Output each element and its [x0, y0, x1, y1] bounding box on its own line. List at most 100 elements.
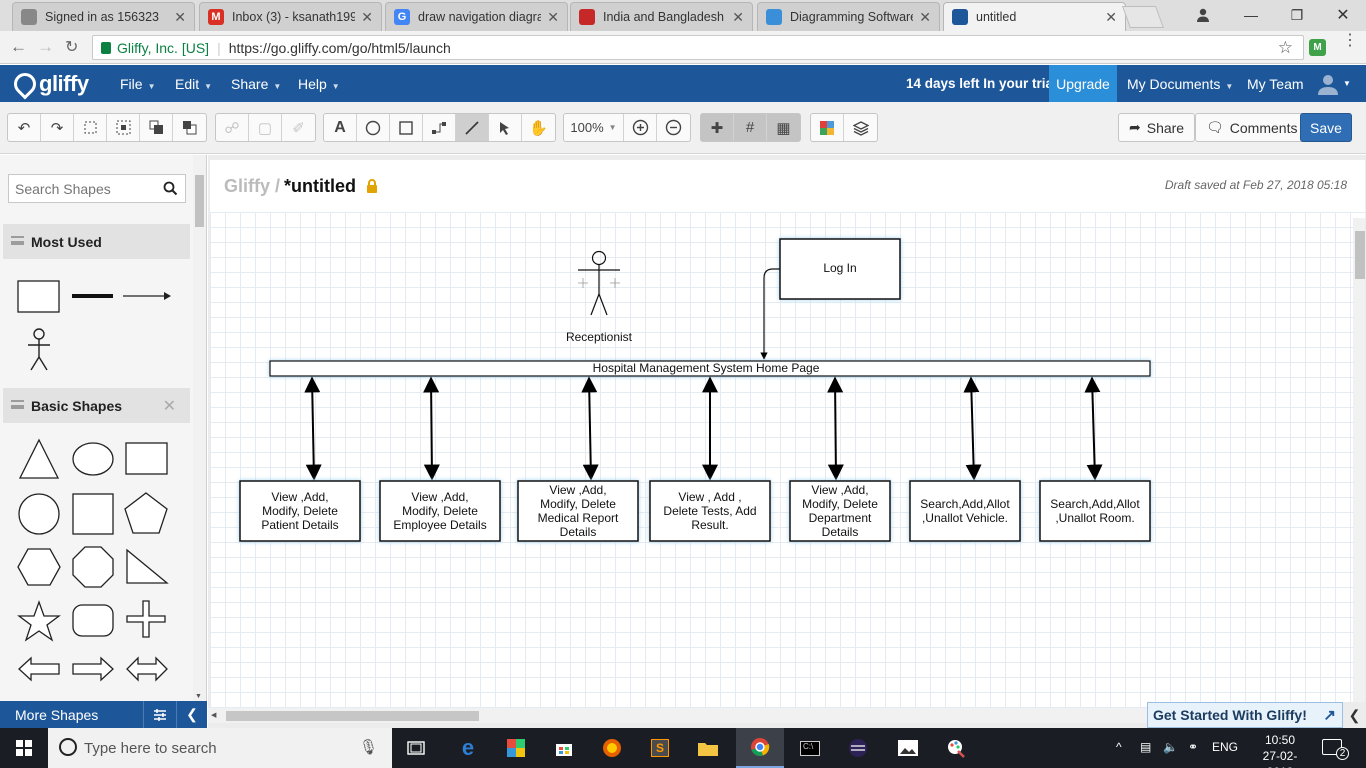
zoom-in-icon[interactable]	[624, 114, 657, 141]
windows-start-icon[interactable]	[0, 728, 48, 768]
scrollbar-thumb[interactable]	[195, 175, 204, 227]
shape-panel-scrollbar[interactable]: ▼	[193, 155, 206, 701]
eclipse-icon[interactable]	[834, 728, 882, 768]
extension-icon[interactable]: M	[1309, 39, 1326, 56]
collapse-panel-icon[interactable]: ❮	[176, 701, 207, 728]
pointer-tool-icon[interactable]	[489, 114, 522, 141]
firefox-icon[interactable]	[588, 728, 636, 768]
redo-icon[interactable]: ↷	[41, 114, 74, 141]
menu-edit[interactable]: Edit▼	[175, 76, 213, 92]
close-tab-icon[interactable]: ✕	[547, 8, 559, 25]
menu-file[interactable]: File▼	[120, 76, 156, 92]
store-icon[interactable]	[540, 728, 588, 768]
menu-share[interactable]: Share▼	[231, 76, 282, 92]
save-button[interactable]: Save	[1300, 113, 1352, 142]
office-icon[interactable]	[492, 728, 540, 768]
actor-shape[interactable]	[28, 328, 50, 371]
note-icon[interactable]: ▢	[249, 114, 282, 141]
module-box[interactable]	[517, 480, 639, 542]
upgrade-button[interactable]: Upgrade	[1049, 65, 1117, 102]
most-used-header[interactable]: Most Used	[3, 224, 190, 259]
cross-shape[interactable]	[126, 600, 166, 638]
module-box[interactable]	[239, 480, 361, 542]
canvas-vertical-scrollbar[interactable]	[1353, 218, 1365, 708]
search-shapes-input[interactable]	[15, 180, 155, 197]
omnibox[interactable]: Gliffy, Inc. [US] | https://go.gliffy.co…	[92, 35, 1304, 60]
bidirectional-connector[interactable]	[827, 376, 844, 481]
circle-shape[interactable]	[18, 493, 60, 535]
new-tab-button[interactable]	[1121, 6, 1165, 28]
shape-manager-icon[interactable]	[143, 701, 175, 728]
themes-icon[interactable]	[811, 114, 844, 141]
line-tool-icon[interactable]	[456, 114, 489, 141]
rectangle-tool-icon[interactable]	[390, 114, 423, 141]
gliffy-logo[interactable]: gliffy	[9, 68, 89, 100]
close-tab-icon[interactable]: ✕	[732, 8, 744, 25]
lock-icon[interactable]	[366, 179, 378, 193]
hexagon-shape[interactable]	[17, 548, 61, 586]
language-indicator[interactable]: ENG	[1212, 740, 1239, 754]
browser-menu-icon[interactable]: ⋮	[1342, 32, 1358, 49]
task-view-icon[interactable]	[392, 728, 440, 768]
expand-icon[interactable]: ↗	[1323, 707, 1336, 724]
star-shape[interactable]	[17, 600, 61, 642]
profile-icon[interactable]	[1180, 0, 1226, 30]
user-menu-caret-icon[interactable]: ▼	[1343, 79, 1351, 88]
bidirectional-connector[interactable]	[581, 376, 599, 481]
drawing-canvas[interactable]: Gliffy / *untitled Draft saved at Feb 27…	[210, 160, 1365, 708]
collapse-right-panel-icon[interactable]: ❮	[1343, 702, 1366, 728]
chrome-icon[interactable]	[736, 728, 784, 768]
rounded-rectangle-shape[interactable]	[72, 604, 114, 637]
double-arrow-shape[interactable]	[126, 656, 168, 682]
url-text[interactable]: https://go.gliffy.com/go/html5/launch	[228, 39, 451, 56]
ellipse-shape[interactable]	[72, 442, 114, 476]
paint-icon[interactable]	[932, 728, 980, 768]
get-started-panel[interactable]: Get Started With Gliffy! ↗	[1147, 702, 1343, 728]
basic-shapes-header[interactable]: Basic Shapes ✕	[3, 388, 190, 423]
volume-icon[interactable]: 🔈	[1163, 740, 1178, 754]
bidirectional-connector[interactable]	[1084, 376, 1103, 481]
taskbar-search-box[interactable]: Type here to search 🎙	[48, 728, 392, 768]
browser-tab[interactable]: Diagramming Software✕	[757, 2, 940, 31]
canvas-horizontal-scrollbar[interactable]: ◀	[208, 708, 1366, 723]
octagon-shape[interactable]	[72, 546, 114, 588]
receptionist-actor[interactable]	[578, 250, 620, 316]
send-to-back-icon[interactable]	[173, 114, 206, 141]
comments-button[interactable]: 🗨Comments	[1195, 113, 1309, 142]
more-shapes-button[interactable]: More Shapes ❮	[0, 701, 207, 728]
reload-icon[interactable]: ↻	[65, 39, 79, 56]
bidirectional-connector[interactable]	[963, 376, 982, 481]
bidirectional-connector[interactable]	[304, 376, 322, 481]
drag-handle-icon[interactable]	[11, 400, 24, 409]
drag-handle-icon[interactable]	[11, 236, 24, 245]
notification-center-icon[interactable]: 2	[1322, 739, 1349, 760]
close-tab-icon[interactable]: ✕	[361, 8, 373, 25]
edge-icon[interactable]: e	[461, 735, 475, 760]
zoom-out-icon[interactable]	[657, 114, 690, 141]
rectangle-shape[interactable]	[17, 280, 60, 313]
back-arrow-icon[interactable]: ←	[10, 37, 27, 56]
zoom-select[interactable]: 100%▼	[564, 114, 624, 141]
breadcrumb[interactable]: Gliffy /	[224, 176, 281, 196]
search-icon[interactable]	[163, 181, 178, 196]
sublime-icon[interactable]: S	[636, 728, 684, 768]
search-shapes-field[interactable]	[8, 174, 186, 203]
photos-icon[interactable]	[884, 728, 932, 768]
format-painter-icon[interactable]: ✐	[292, 119, 305, 137]
browser-tab[interactable]: India and Bangladesh in✕	[570, 2, 753, 31]
battery-icon[interactable]: ▤	[1140, 740, 1152, 754]
module-box[interactable]	[649, 480, 771, 542]
module-box[interactable]	[909, 480, 1021, 542]
triangle-shape[interactable]	[18, 438, 60, 479]
arrow-shape[interactable]	[123, 292, 171, 300]
module-box[interactable]	[789, 480, 891, 542]
close-tab-icon[interactable]: ✕	[1105, 8, 1117, 25]
ungroup-icon[interactable]	[107, 114, 140, 141]
minimize-icon[interactable]: —	[1244, 7, 1258, 23]
scrollbar-thumb[interactable]	[1355, 231, 1365, 279]
pentagon-shape[interactable]	[124, 492, 168, 534]
bidirectional-connector[interactable]	[423, 376, 440, 481]
right-triangle-shape[interactable]	[126, 548, 169, 584]
